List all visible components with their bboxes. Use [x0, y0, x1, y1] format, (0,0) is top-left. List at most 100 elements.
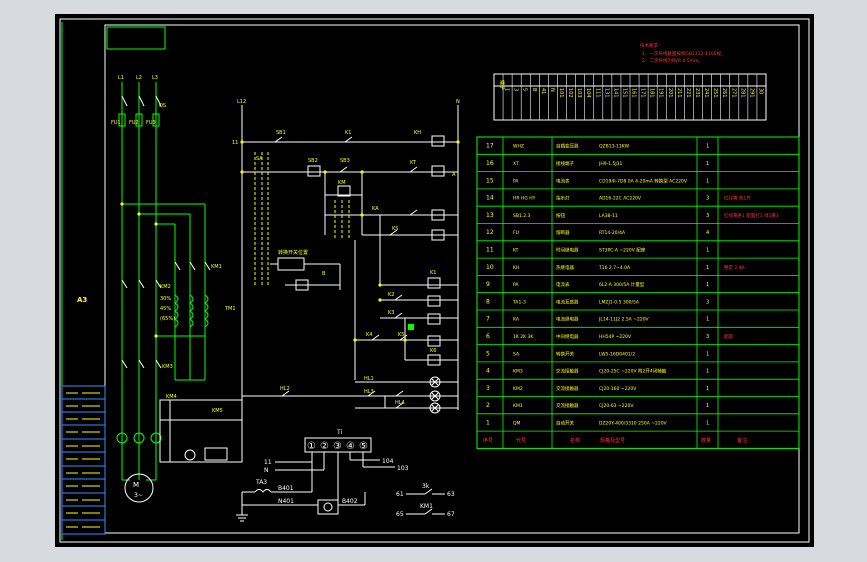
- parts-row-code: KH: [513, 265, 519, 271]
- parts-row-spec: CJ20-160 ~220V: [599, 386, 637, 392]
- parts-row-seq: 7: [486, 316, 490, 323]
- parts-row-name: 交流接触器: [556, 402, 579, 409]
- k1-contact-label: K1: [430, 270, 436, 276]
- transformer-tap-65: (65%): [160, 316, 175, 322]
- k2-contact-label: K2: [388, 292, 394, 298]
- parts-row-code: WHZ: [513, 144, 524, 150]
- parts-row-qty: 1: [706, 317, 709, 323]
- parts-footer-qty: 数量: [701, 437, 711, 444]
- parts-row-name: 自耦变压器: [556, 143, 579, 150]
- wire-table-cell: 211: [676, 88, 682, 98]
- parts-row-qty: 1: [706, 386, 709, 392]
- power-circuit: [116, 82, 243, 481]
- parts-row-qty: 3: [706, 196, 709, 202]
- wire-table-cell: 241: [703, 88, 709, 98]
- parts-row-qty: 1: [706, 265, 709, 271]
- phase-l2-label: L2: [136, 75, 142, 81]
- qs-label: QS: [159, 103, 166, 109]
- fu2-label: FU2: [129, 120, 139, 126]
- wire-table-cell: 101: [558, 88, 564, 98]
- transformer-tap-45: 45%: [160, 306, 171, 312]
- left-title-ticks: [66, 392, 100, 528]
- parts-row-code: HR HG HY: [513, 196, 536, 202]
- sheet-size-label: A3: [77, 296, 87, 304]
- parts-footer-seq: 序号: [483, 437, 493, 444]
- parts-row-name: 熔断器: [556, 229, 570, 236]
- parts-row-code: SB1.2.3: [513, 213, 531, 219]
- parts-row-qty: 1: [706, 420, 709, 426]
- parts-row-qty: 3: [706, 213, 709, 219]
- parts-row-qty: 1: [706, 161, 709, 167]
- parts-row-seq: 8: [486, 298, 490, 305]
- wire-table-cell: 104: [585, 88, 591, 98]
- km3-label: KM3: [162, 364, 173, 370]
- parts-row-seq: 5: [486, 350, 490, 357]
- control-circuit: [241, 105, 459, 414]
- parts-row-seq: 17: [486, 143, 494, 150]
- k3-contact-label: K3: [388, 310, 394, 316]
- parts-row-seq: 11: [486, 246, 494, 253]
- wire-table-cell: 141: [612, 88, 618, 98]
- terminal-n11: 11: [264, 459, 272, 466]
- wire-table-cell: 41: [540, 88, 546, 94]
- kt-label: KT: [410, 160, 417, 166]
- parts-row-name: 电流继电器: [556, 316, 579, 323]
- parts-row-code: KM2: [513, 386, 523, 392]
- parts-row-note: 红绿黄 各1只: [724, 195, 751, 202]
- parts-row-code: QM: [513, 420, 521, 426]
- terminal-63: 63: [447, 491, 455, 498]
- parts-row-qty: 1: [706, 369, 709, 375]
- terminal-cell-5: ⑤: [359, 441, 368, 452]
- wire-table-cell: 271: [730, 88, 736, 98]
- kh-label: KH: [414, 130, 421, 136]
- parts-row-seq: 9: [486, 281, 490, 288]
- terminal-labels: 11 N 104 103 TA3 B401 N401 B402 61 63 3k…: [255, 458, 455, 518]
- wire-table-cell: 231: [694, 88, 700, 98]
- parts-row-spec: T16 2.7~4.0A: [598, 265, 631, 271]
- terminal-nN: N: [264, 467, 269, 474]
- wire-table-cell: 103: [576, 88, 582, 98]
- notes-line-2: 2．二次导线为BVR-0.5mm。: [642, 57, 703, 64]
- parts-row-name: 按钮: [556, 212, 565, 219]
- terminal-cell-1: ①: [307, 441, 316, 452]
- technical-notes: 技术要求： 1．一次导线截面按照GB1312-1105规。 2．二次导线为BVR…: [640, 42, 725, 64]
- parts-footer-spec: 规格及型号: [600, 437, 625, 444]
- parts-row-code: XT: [513, 161, 519, 167]
- km2-label: KM2: [160, 284, 171, 290]
- parts-row-code: KM1: [513, 403, 523, 409]
- parts-row-qty: 1: [706, 403, 709, 409]
- wire-table-cell: 281: [739, 88, 745, 98]
- power-junctions: [120, 202, 158, 338]
- parts-row-name: 交流接触器: [556, 368, 579, 375]
- wire-table-cell: 221: [685, 88, 691, 98]
- parts-row-spec: JH9-1.5J31: [598, 161, 623, 167]
- parts-row-qty: 4: [706, 230, 709, 236]
- hl1-label: HL1: [364, 376, 374, 382]
- parts-row-code: PA: [513, 282, 519, 288]
- notes-line-1: 1．一次导线截面按照GB1312-1105规。: [642, 50, 725, 57]
- fu1-label: FU1: [111, 120, 121, 126]
- parts-row-seq: 13: [486, 212, 494, 219]
- parts-row-code: PA: [513, 178, 519, 184]
- sb2-label: SB2: [308, 158, 318, 164]
- parts-row-note: 配座: [724, 333, 733, 340]
- parts-row-qty: 1: [706, 282, 709, 288]
- parts-row-name: 电流互感器: [556, 298, 579, 305]
- wire-table-cell: 171: [640, 88, 646, 98]
- wire-table-cell: 161: [631, 88, 637, 98]
- notes-title: 技术要求：: [640, 42, 663, 49]
- parts-row-qty: 1: [706, 178, 709, 184]
- wire-table-cell: 251: [712, 88, 718, 98]
- wire-table-cell: B: [531, 88, 537, 92]
- green-status-marker: [408, 324, 414, 330]
- parts-row-code: 1K 2K 3K: [513, 334, 534, 340]
- parts-row-qty: 3: [706, 299, 709, 305]
- parts-row-seq: 14: [486, 195, 494, 202]
- terminal-wiring: [236, 452, 445, 522]
- outer-frame: [59, 18, 810, 543]
- parts-row-seq: 2: [486, 402, 490, 409]
- terminal-61: 61: [396, 491, 404, 498]
- wire-table-cell: 5: [522, 88, 528, 91]
- terminal-ti-label: Ti: [336, 429, 342, 436]
